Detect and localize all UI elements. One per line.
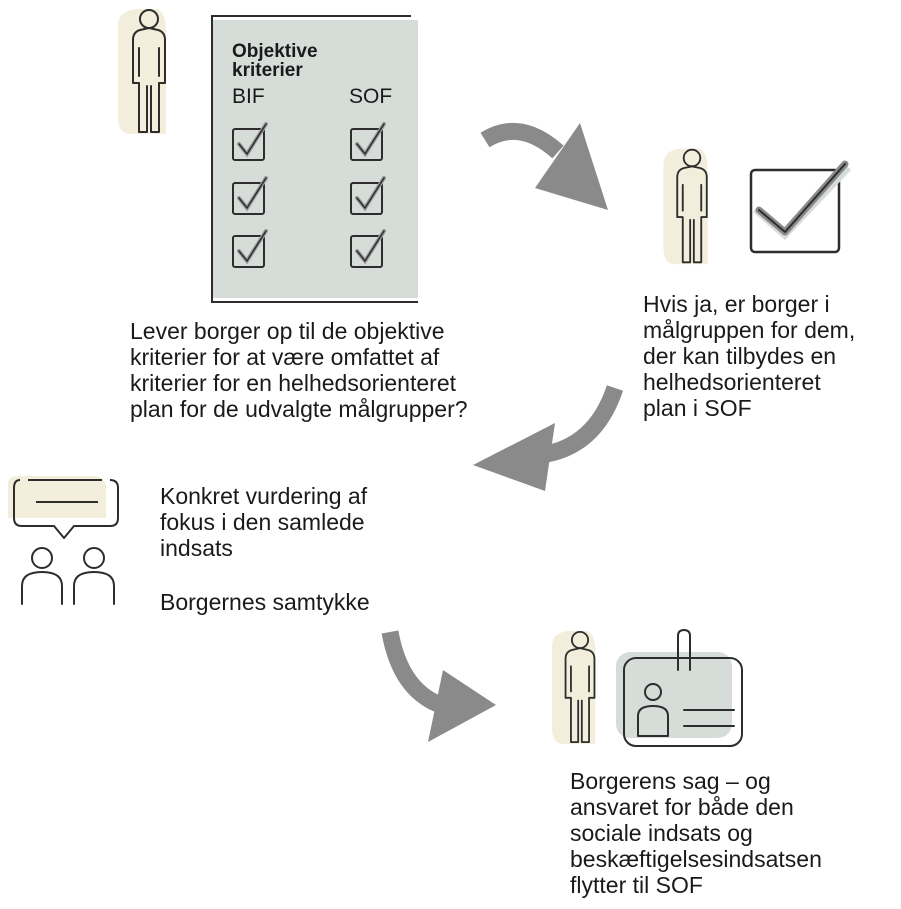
- document-heading: Objektive kriterier: [232, 41, 318, 81]
- id-badge-icon: [616, 629, 743, 747]
- checkbox-checked-icon: [232, 176, 268, 215]
- case-transfer-text: Borgerens sag – og ansvaret for både den…: [570, 768, 822, 898]
- arrow-icon: [473, 385, 624, 491]
- chat-bubble-icon: [8, 476, 119, 539]
- criteria-question-text: Lever borger op til de objektive kriteri…: [130, 318, 468, 422]
- column-label-sof: SOF: [349, 85, 393, 108]
- person-icon: [552, 631, 596, 744]
- checkbox-checked-icon: [749, 160, 851, 254]
- target-group-text: Hvis ja, er borger i målgruppen for dem,…: [643, 291, 856, 421]
- column-label-bif: BIF: [232, 85, 265, 108]
- arrow-icon: [480, 122, 608, 210]
- two-people-icon: [21, 547, 115, 605]
- checkbox-checked-icon: [350, 176, 386, 215]
- checkbox-checked-icon: [350, 122, 386, 161]
- checkbox-checked-icon: [350, 229, 386, 268]
- person-icon: [663, 148, 708, 265]
- assessment-text: Konkret vurdering af fokus i den samlede…: [160, 483, 368, 561]
- person-icon: [118, 9, 166, 134]
- checkbox-checked-icon: [232, 122, 268, 161]
- checkbox-checked-icon: [232, 229, 268, 268]
- consent-text: Borgernes samtykke: [160, 589, 370, 615]
- arrow-icon: [381, 630, 496, 742]
